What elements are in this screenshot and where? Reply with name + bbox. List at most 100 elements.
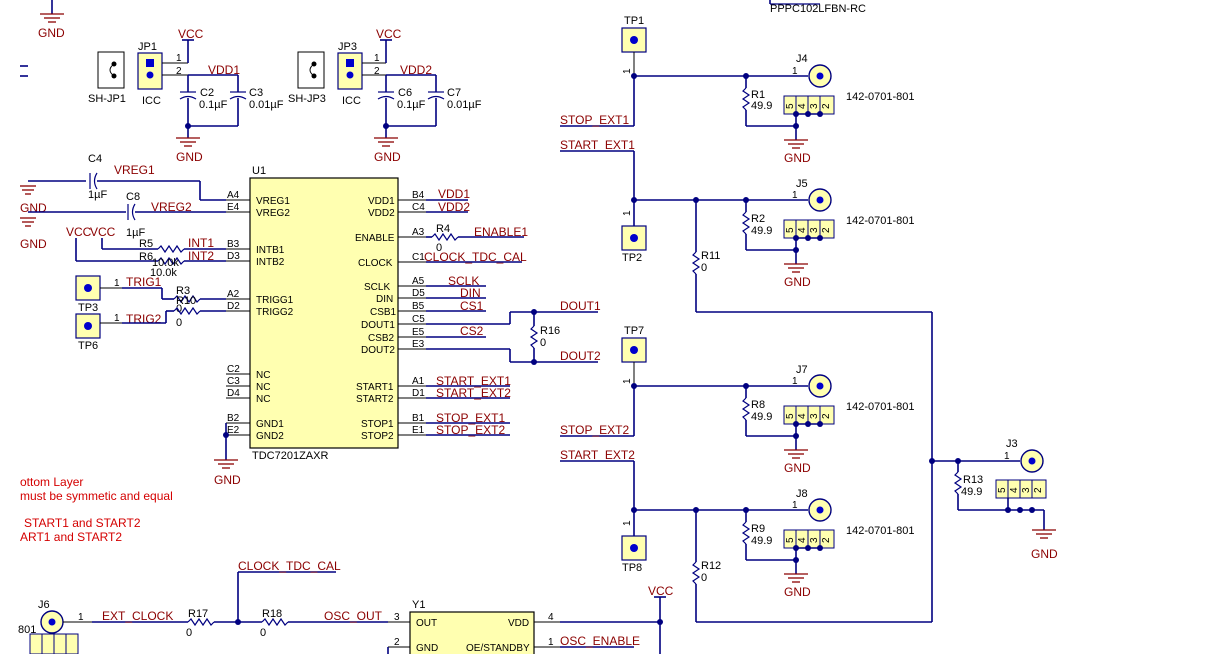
vdd2-label: VDD2: [438, 200, 470, 214]
channel-j8: START_EXT2 1 TP8 R9 49.9 J8 1 5 4 3 2: [560, 448, 932, 623]
svg-text:START1: START1: [356, 382, 394, 393]
y1-body[interactable]: [409, 611, 535, 654]
c7-value: 0.01µF: [447, 99, 482, 111]
svg-text:A3: A3: [412, 227, 425, 238]
svg-text:B3: B3: [227, 239, 240, 250]
svg-text:2: 2: [394, 637, 400, 648]
start-ext1-label-u1: START_EXT1: [436, 374, 511, 388]
svg-text:B5: B5: [412, 301, 425, 312]
svg-text:5: 5: [785, 537, 796, 543]
jp1-header[interactable]: [137, 52, 163, 90]
vcc-label-y1: VCC: [648, 584, 674, 598]
svg-text:INTB1: INTB1: [256, 245, 285, 256]
svg-text:NC: NC: [256, 370, 270, 381]
svg-text:1: 1: [622, 68, 633, 74]
start-ext2-label-u1: START_EXT2: [436, 386, 511, 400]
trig1-label: TRIG1: [126, 275, 162, 289]
svg-text:D1: D1: [412, 388, 425, 399]
tp6-label: TP6: [78, 340, 98, 352]
r9-ref: R9: [751, 523, 765, 535]
int1-label: INT1: [188, 236, 214, 250]
gnd-label-c8: GND: [20, 237, 47, 251]
svg-text:B4: B4: [412, 190, 425, 201]
svg-text:NC: NC: [256, 382, 270, 393]
svg-text:VREG2: VREG2: [256, 208, 290, 219]
r11-ref: R11: [701, 250, 720, 262]
start-ext2-label: START_EXT2: [560, 448, 635, 462]
svg-text:VDD1: VDD1: [368, 196, 395, 207]
r6-ref: R6: [139, 251, 153, 263]
r13-value: 49.9: [961, 486, 982, 498]
svg-text:5: 5: [785, 413, 796, 419]
svg-text:4: 4: [797, 227, 808, 233]
svg-text:1: 1: [792, 376, 798, 387]
svg-text:D3: D3: [227, 251, 240, 262]
tp1-label: TP1: [624, 15, 644, 27]
svg-text:TRIGG1: TRIGG1: [256, 295, 294, 306]
svg-text:C4: C4: [412, 202, 425, 213]
r4-value: 0: [436, 242, 442, 254]
r8-value: 49.9: [751, 411, 772, 423]
gnd-label-j3: GND: [1031, 547, 1058, 561]
svg-text:B2: B2: [227, 413, 240, 424]
svg-text:C5: C5: [412, 314, 425, 325]
tp2-label: TP2: [622, 252, 642, 264]
r10-value: 0: [176, 317, 182, 329]
r1-ref: R1: [751, 89, 765, 101]
u1-right-nets: VDD1 VDD2 R4 0 ENABLE1 CLOCK_TDC_CAL SCL…: [424, 187, 601, 437]
sh-jp3-label: SH-JP3: [288, 93, 326, 105]
svg-text:E5: E5: [412, 327, 425, 338]
u1-body[interactable]: [249, 177, 399, 449]
svg-text:DOUT1: DOUT1: [361, 320, 395, 331]
jp3-label: ICC: [342, 95, 361, 107]
svg-text:INTB2: INTB2: [256, 257, 285, 268]
svg-text:E3: E3: [412, 339, 425, 350]
svg-text:GND: GND: [416, 643, 438, 654]
c3-value: 0.01µF: [249, 99, 284, 111]
tp3-label: TP3: [78, 302, 98, 314]
svg-text:1: 1: [622, 520, 633, 526]
r2-ref: R2: [751, 213, 765, 225]
svg-text:CSB2: CSB2: [368, 333, 395, 344]
svg-text:A5: A5: [412, 276, 425, 287]
r17-ref: R17: [188, 608, 208, 620]
j8-ref: J8: [796, 488, 808, 500]
svg-text:STOP1: STOP1: [361, 419, 394, 430]
svg-text:3: 3: [809, 537, 820, 543]
svg-text:3: 3: [809, 227, 820, 233]
gnd-label-j5: GND: [784, 275, 811, 289]
gnd-label-j8: GND: [784, 585, 811, 599]
din-label: DIN: [460, 286, 481, 300]
svg-text:CLOCK: CLOCK: [358, 258, 393, 269]
stop-ext2-label-u1: STOP_EXT2: [436, 423, 505, 437]
svg-text:GND1: GND1: [256, 419, 284, 430]
start-ext1-label: START_EXT1: [560, 138, 635, 152]
jp3-header[interactable]: [337, 52, 363, 90]
dout2-label: DOUT2: [560, 349, 601, 363]
power-section-left: GND SH-JP1 JP1 ICC 1 2 VCC VDD1 C2 0.1µF: [20, 0, 482, 164]
r12-ref: R12: [701, 560, 721, 572]
svg-text:1: 1: [792, 66, 798, 77]
j6-ref: J6: [38, 599, 50, 611]
gnd-label-c6: GND: [374, 150, 401, 164]
j7-ref: J7: [796, 364, 808, 376]
clock-tdc-cal-label-bottom: CLOCK_TDC_CAL: [238, 559, 341, 573]
r8-ref: R8: [751, 399, 765, 411]
svg-text:C3: C3: [227, 376, 240, 387]
sh-jp3-shunt: [297, 51, 325, 89]
r11-value: 0: [701, 262, 707, 274]
svg-text:1: 1: [548, 637, 554, 648]
design-notes: ottom Layer must be symmetic and equal S…: [20, 475, 173, 544]
c2-value: 0.1µF: [199, 99, 228, 111]
r5-ref: R5: [139, 238, 153, 250]
u1-left-nets: C4 1µF VREG1 GND C8 1µF VREG2 GND VCC VC…: [20, 153, 226, 352]
j4-part: 142-0701-801: [846, 91, 915, 103]
r3-value: 0: [176, 303, 182, 315]
tp1[interactable]: [621, 27, 647, 53]
u1-ref: U1: [252, 165, 266, 177]
r2-value: 49.9: [751, 225, 772, 237]
svg-text:OE/STANDBY: OE/STANDBY: [466, 643, 530, 654]
svg-text:4: 4: [797, 537, 808, 543]
svg-text:1: 1: [374, 53, 380, 64]
